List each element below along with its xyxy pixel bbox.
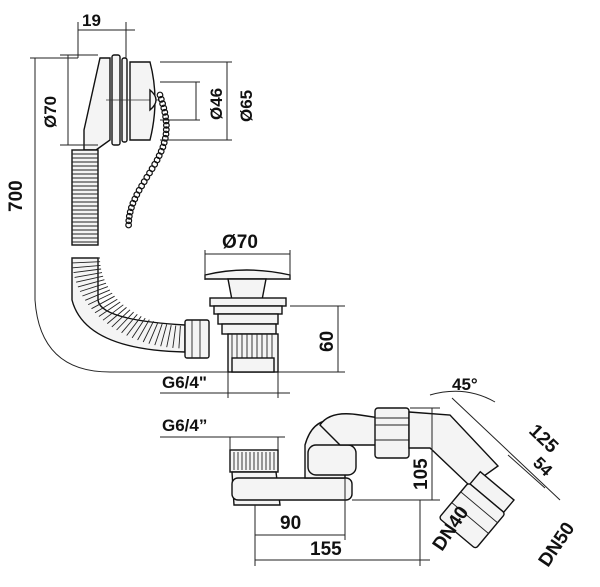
hose-rib [72, 264, 101, 269]
hose-rib [121, 314, 138, 334]
hose-rib [154, 323, 163, 346]
hose-rib [88, 292, 113, 306]
dim-d46: Ø46 [207, 88, 226, 120]
hose-rib [107, 307, 127, 324]
chain-bead [162, 113, 170, 121]
dim-155: 155 [310, 539, 342, 560]
dim-dn50: DN50 [535, 519, 580, 571]
hose-rib [82, 286, 109, 297]
chain-bead [162, 130, 170, 138]
hose-rib [137, 319, 150, 341]
hose-rib [72, 261, 101, 264]
hose-rib [73, 268, 102, 274]
chain-bead [125, 217, 133, 225]
hose-rib [85, 289, 111, 301]
hose-rib [131, 317, 146, 339]
dim-105: 105 [411, 458, 432, 490]
dim-d65: Ø65 [237, 90, 256, 122]
hose-rib [126, 316, 142, 336]
chain-bead [157, 95, 165, 103]
trap-assembly [229, 407, 515, 549]
hose-rib [91, 295, 115, 310]
hose-rib [76, 275, 104, 283]
waste-fitting [204, 269, 291, 373]
chain-bead [126, 208, 134, 216]
hose-rib [74, 272, 103, 278]
hose-rib [148, 322, 159, 344]
hose-rib [94, 298, 118, 314]
hose-rib [166, 325, 172, 348]
overflow-hose-upper [71, 149, 99, 246]
hose-nut [184, 319, 210, 359]
hose-rib [111, 309, 131, 328]
hose-rib [77, 279, 105, 288]
dim-125: 125 [525, 420, 563, 457]
chain-bead [159, 143, 167, 151]
chain-bead [162, 117, 170, 125]
chain-bead [161, 134, 169, 142]
chain-bead [162, 121, 170, 129]
hose-rib [178, 325, 181, 349]
dim-d70-top: Ø70 [41, 96, 60, 128]
hose-rib [172, 325, 177, 348]
dimension-lines [30, 22, 561, 566]
hose-rib [142, 321, 154, 343]
chain-bead [127, 204, 135, 212]
chain-bead [156, 91, 164, 99]
dim-45: 45° [452, 375, 478, 394]
dim-54: 54 [529, 453, 556, 480]
dim-g64-top: G6/4" [162, 373, 207, 392]
chain-bead [162, 126, 170, 134]
chain-bead [125, 221, 133, 229]
hose-rib [160, 324, 168, 347]
overflow-assembly [83, 54, 160, 151]
chain-bead [160, 104, 168, 112]
chain-bead [159, 100, 167, 108]
overflow-hose-lower [71, 257, 186, 353]
chain-bead [125, 212, 133, 220]
dim-d70-mid: Ø70 [222, 232, 258, 253]
dim-700: 700 [6, 180, 27, 212]
hose-rib [116, 311, 134, 331]
dim-60: 60 [317, 331, 338, 352]
chain-bead [161, 108, 169, 116]
chain-bead [129, 199, 137, 207]
plug-chain [125, 91, 170, 229]
dim-19: 19 [82, 11, 101, 30]
hose-rib [102, 304, 124, 321]
hose-rib [98, 301, 121, 317]
dim-g64-bottom: G6/4” [162, 416, 207, 435]
dim-90: 90 [280, 513, 301, 534]
hose-rib [79, 282, 107, 292]
